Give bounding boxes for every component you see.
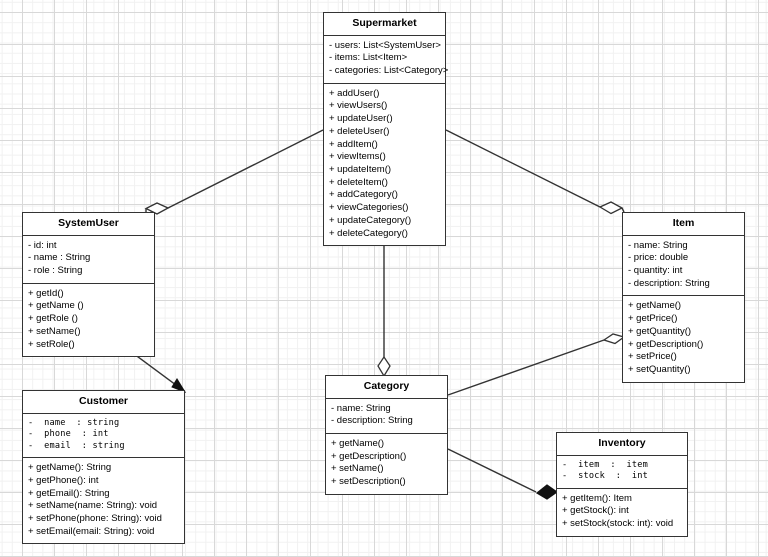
method: + setPhone(phone: String): void <box>28 512 162 524</box>
attributes-systemuser: - id: int - name : String - role : Strin… <box>23 236 154 284</box>
class-title-category: Category <box>326 376 447 399</box>
method: + setDescription() <box>331 476 406 488</box>
method: + updateCategory() <box>329 214 412 226</box>
method: + updateUser() <box>329 113 393 125</box>
attribute: - quantity: int <box>628 264 683 276</box>
method: + addUser() <box>329 87 380 99</box>
method: + getPrice() <box>628 313 678 325</box>
edge-category-item <box>447 333 626 396</box>
method: + deleteUser() <box>329 125 390 137</box>
method: + getQuantity() <box>628 325 692 337</box>
methods-systemuser: + getId() + getName () + getRole () + se… <box>23 284 154 357</box>
attributes-item: - name: String - price: double - quantit… <box>623 236 744 297</box>
filled-diamond-marker <box>535 484 559 500</box>
method: + getId() <box>28 287 64 299</box>
method: + setEmail(email: String): void <box>28 525 155 537</box>
attribute: - stock : int <box>562 471 648 482</box>
class-title-inventory: Inventory <box>557 433 687 456</box>
edge-supermarket-systemuser <box>144 129 324 215</box>
method: + getPhone(): int <box>28 474 99 486</box>
method: + setName() <box>331 463 384 475</box>
method: + getName() <box>331 437 385 449</box>
methods-customer: + getName(): String + getPhone(): int + … <box>23 458 184 543</box>
method: + setStock(stock: int): void <box>562 518 674 530</box>
attributes-category: - name: String - description: String <box>326 399 447 434</box>
method: + viewCategories() <box>329 202 409 214</box>
methods-supermarket: + addUser() + viewUsers() + updateUser()… <box>324 84 445 246</box>
method: + addCategory() <box>329 189 398 201</box>
attributes-supermarket: - users: List<SystemUser> - items: List<… <box>324 36 449 84</box>
method: + deleteItem() <box>329 176 388 188</box>
attribute: - name : String <box>28 252 91 264</box>
attribute: - email : string <box>28 440 125 451</box>
methods-inventory: + getItem(): Item + getStock(): int + se… <box>557 489 687 536</box>
method: + setName(name: String): void <box>28 500 158 512</box>
method: + updateItem() <box>329 164 392 176</box>
attribute: - description: String <box>628 277 710 289</box>
class-box-supermarket[interactable]: Supermarket - users: List<SystemUser> - … <box>323 12 449 247</box>
method: + setRole() <box>28 338 75 350</box>
class-box-systemuser[interactable]: SystemUser - id: int - name : String - r… <box>22 212 155 358</box>
method: + deleteCategory() <box>329 227 408 239</box>
attribute: - categories: List<Category> <box>329 64 449 76</box>
method: + getName () <box>28 300 84 312</box>
method: + getDescription() <box>628 338 704 350</box>
class-title-systemuser: SystemUser <box>23 213 154 236</box>
attribute: - name: String <box>331 402 391 414</box>
method: + getStock(): int <box>562 505 629 517</box>
class-box-item[interactable]: Item - name: String - price: double - qu… <box>622 212 745 383</box>
class-box-inventory[interactable]: Inventory - item : item - stock : int + … <box>556 432 688 537</box>
hollow-diamond-marker <box>602 333 626 345</box>
method: + setPrice() <box>628 351 677 363</box>
attribute: - role : String <box>28 264 83 276</box>
edge-supermarket-item <box>445 129 625 215</box>
attribute: - name : string <box>28 417 120 428</box>
method: + getName() <box>628 300 682 312</box>
attribute: - users: List<SystemUser> <box>329 39 441 51</box>
method: + setName() <box>28 325 81 337</box>
class-box-customer[interactable]: Customer - name : string - phone : int -… <box>22 390 185 545</box>
method: + getRole () <box>28 313 78 325</box>
methods-item: + getName() + getPrice() + getQuantity()… <box>623 296 744 381</box>
edge-category-inventory <box>447 448 559 500</box>
class-title-customer: Customer <box>23 391 184 414</box>
attributes-customer: - name : string - phone : int - email : … <box>23 414 184 459</box>
hollow-diamond-marker <box>598 201 624 215</box>
attributes-inventory: - item : item - stock : int <box>557 456 687 489</box>
hollow-diamond-marker <box>377 355 391 378</box>
class-title-supermarket: Supermarket <box>324 13 445 36</box>
class-box-category[interactable]: Category - name: String - description: S… <box>325 375 448 495</box>
attribute: - item : item <box>562 459 648 470</box>
method: + viewUsers() <box>329 100 388 112</box>
method: + getName(): String <box>28 462 112 474</box>
attribute: - name: String <box>628 239 688 251</box>
attribute: - price: double <box>628 252 689 264</box>
attribute: - items: List<Item> <box>329 52 408 64</box>
method: + getItem(): Item <box>562 492 632 504</box>
method: + getDescription() <box>331 450 407 462</box>
method: + getEmail(): String <box>28 487 110 499</box>
attribute: - description: String <box>331 415 413 427</box>
attribute: - phone : int <box>28 429 109 440</box>
methods-category: + getName() + getDescription() + setName… <box>326 434 447 494</box>
attribute: - id: int <box>28 239 57 251</box>
method: + setQuantity() <box>628 364 691 376</box>
method: + addItem() <box>329 138 378 150</box>
method: + viewItems() <box>329 151 386 163</box>
class-title-item: Item <box>623 213 744 236</box>
